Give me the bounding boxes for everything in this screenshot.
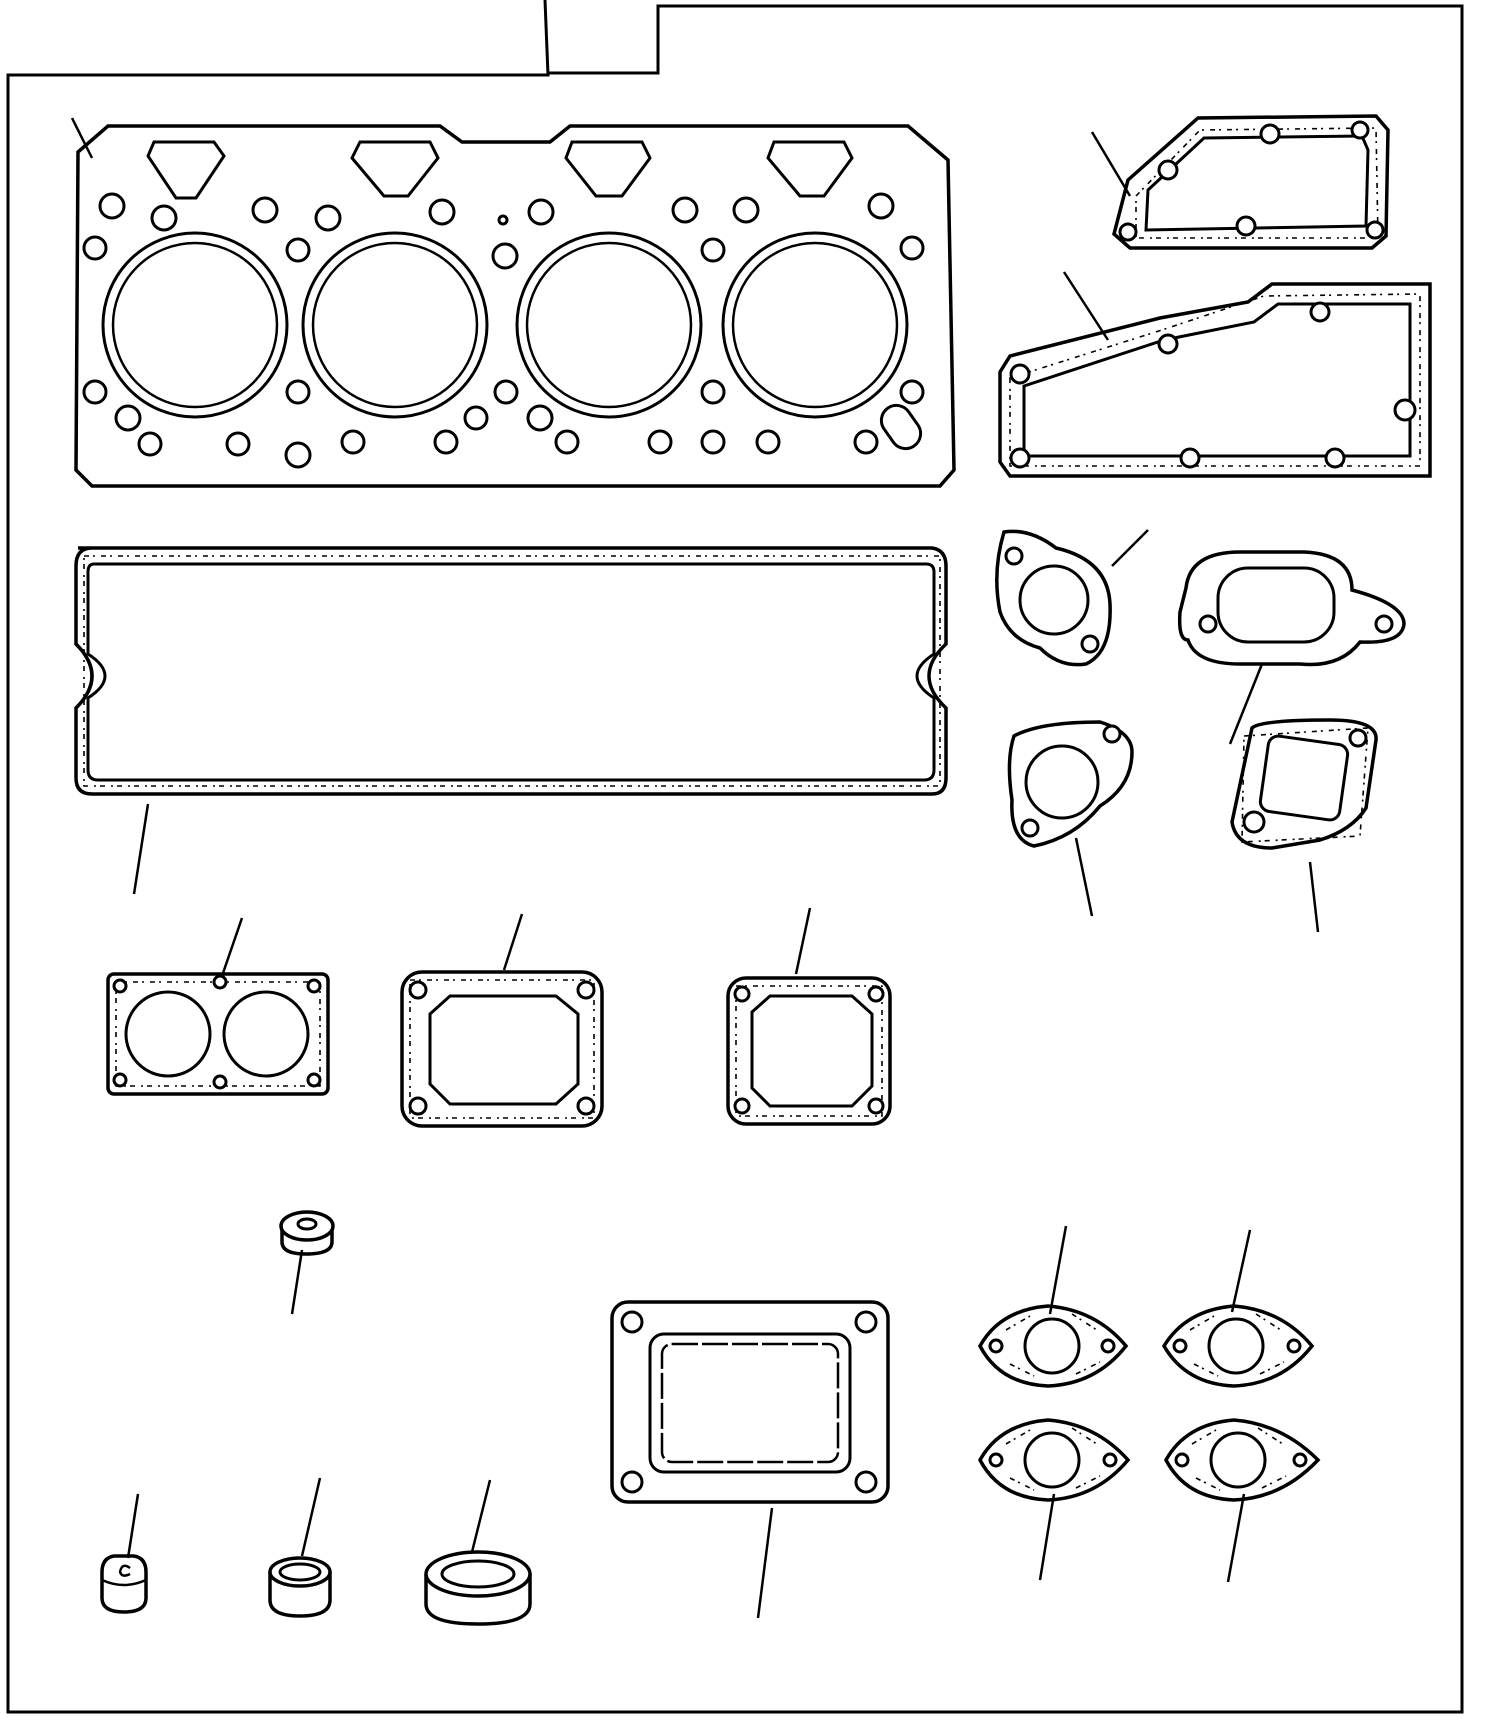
- leader-line: [1308, 861, 1320, 933]
- side-cover-gasket: [998, 282, 1432, 478]
- rect-gasket-b: [726, 976, 892, 1126]
- leader-line: [1062, 271, 1110, 341]
- seal-ring-small: [268, 1556, 332, 1618]
- double-port-gasket: [106, 972, 330, 1096]
- rocker-cover-gasket: [74, 546, 948, 796]
- flange-gasket-round-b: [1007, 720, 1134, 848]
- rect-gasket-a: [400, 970, 604, 1128]
- leader-line: [1228, 663, 1264, 745]
- port-gasket-3: [978, 1418, 1131, 1502]
- leader-line: [1226, 1493, 1246, 1583]
- seal-cap: [279, 1210, 335, 1256]
- leader-line: [132, 803, 150, 895]
- leader-line: [502, 913, 524, 971]
- leader-line: [220, 917, 244, 977]
- cylinder-head-gasket: [74, 124, 956, 488]
- leader-line: [794, 907, 812, 975]
- leader-line: [290, 1249, 304, 1315]
- diagram-frame: [6, 0, 1464, 1714]
- leader-line: [1230, 1229, 1252, 1313]
- seal-ring-large: [424, 1550, 532, 1626]
- leader-line: [1074, 837, 1094, 917]
- leader-line: [470, 1479, 492, 1553]
- flange-gasket-oval: [1177, 550, 1406, 667]
- leader-line: [1048, 1225, 1068, 1315]
- leader-line: [300, 1477, 322, 1557]
- leader-line: [70, 117, 94, 159]
- top-cover-gasket: [1112, 114, 1390, 250]
- leader-line: [1111, 529, 1149, 567]
- flange-gasket-round-a: [995, 529, 1112, 667]
- manifold-gasket-large: [610, 1300, 890, 1504]
- leader-line: [126, 1493, 140, 1559]
- port-gasket-2: [1161, 1304, 1315, 1388]
- leader-line: [1038, 1493, 1056, 1581]
- port-gasket-1: [978, 1304, 1129, 1388]
- leader-line: [1090, 131, 1132, 197]
- leader-line: [756, 1507, 774, 1619]
- valve-stem-seal: [100, 1554, 148, 1614]
- flange-gasket-rect-small: [1230, 718, 1378, 850]
- port-gasket-4: [1164, 1418, 1321, 1502]
